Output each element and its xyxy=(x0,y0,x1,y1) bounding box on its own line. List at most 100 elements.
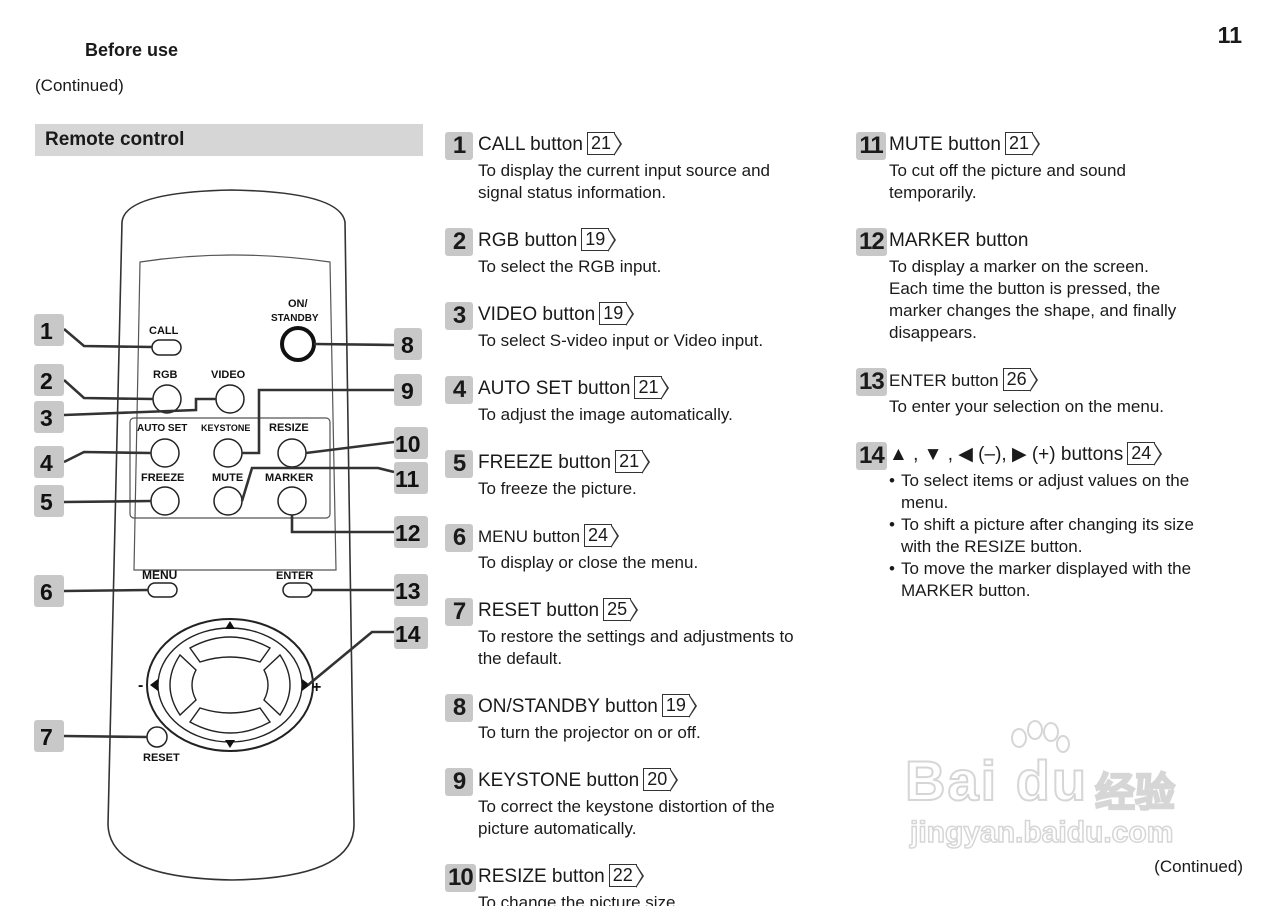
svg-text:6: 6 xyxy=(40,579,53,605)
item-desc: To adjust the image automatically. xyxy=(478,405,733,424)
item-title: ENTER button xyxy=(889,371,999,390)
item-title: RGB button xyxy=(478,230,578,251)
callout-8: 8 xyxy=(394,328,422,360)
dpad-right-button[interactable] xyxy=(263,653,291,717)
dpad-down-button[interactable] xyxy=(188,707,272,734)
mute-label: MUTE xyxy=(212,472,243,484)
marker-button[interactable] xyxy=(277,486,307,516)
item-number: 1 xyxy=(445,132,473,160)
item-desc: To change the picture size. xyxy=(478,893,681,906)
svg-text:1: 1 xyxy=(40,318,53,344)
call-label: CALL xyxy=(149,325,179,337)
page-ref-link[interactable]: 21 xyxy=(586,132,623,156)
page-ref-link[interactable]: 24 xyxy=(584,524,620,548)
page-ref-link[interactable]: 24 xyxy=(1127,442,1163,466)
callout-10: 10 xyxy=(394,427,428,459)
dpad-left-button[interactable] xyxy=(169,653,197,717)
mute-button[interactable] xyxy=(213,486,243,516)
resize-button[interactable] xyxy=(277,438,307,468)
keystone-label: KEYSTONE xyxy=(201,423,250,433)
paw-logo-icon xyxy=(1011,720,1070,753)
svg-text:7: 7 xyxy=(40,724,53,750)
svg-text:5: 5 xyxy=(40,489,53,515)
callout-2: 2 xyxy=(34,364,64,396)
watermark-url: jingyan.baidu.com xyxy=(909,815,1174,850)
page-ref-link[interactable]: 25 xyxy=(603,598,639,622)
dpad-down-arrow-icon xyxy=(225,740,235,748)
item-title: CALL button xyxy=(478,134,583,155)
freeze-button[interactable] xyxy=(150,486,180,516)
remote-body xyxy=(107,189,355,881)
minus-label: - xyxy=(138,677,143,694)
rgb-button[interactable] xyxy=(152,384,182,414)
bullet-item: To move the marker displayed with theMAR… xyxy=(889,558,1256,602)
keystone-button[interactable] xyxy=(213,438,243,468)
callout-9: 9 xyxy=(394,374,422,406)
enter-button[interactable] xyxy=(282,582,313,598)
item-title: AUTO SET button xyxy=(478,378,631,399)
page-ref-link[interactable]: 19 xyxy=(661,694,697,718)
rgb-label: RGB xyxy=(153,369,178,381)
page-ref-link[interactable]: 20 xyxy=(643,768,679,792)
item-desc: To display or close the menu. xyxy=(478,553,699,572)
page-ref-link[interactable]: 21 xyxy=(1004,132,1041,156)
item-desc: To display a marker on the screen.Each t… xyxy=(889,257,1177,342)
menu-button[interactable] xyxy=(147,582,178,598)
remote-control-figure: CALL ON/ STANDBY RGB VIDEO AUTO SET KEYS… xyxy=(34,189,428,881)
baidu-watermark: Bai du 经验 jingyan.baidu.com xyxy=(904,720,1205,860)
item-number: 5 xyxy=(445,450,473,478)
item-title: RESET button xyxy=(478,600,600,621)
item-title: MENU button xyxy=(478,527,581,546)
page-ref-link[interactable]: 26 xyxy=(1002,368,1038,392)
svg-text:11: 11 xyxy=(395,466,420,492)
resize-label: RESIZE xyxy=(269,422,309,434)
svg-text:13: 13 xyxy=(395,578,421,604)
video-button[interactable] xyxy=(215,384,245,414)
video-label: VIDEO xyxy=(211,369,246,381)
watermark-brand: Bai du xyxy=(904,748,1089,813)
page-ref-link[interactable]: 21 xyxy=(634,376,670,400)
section-title-bar: Remote control xyxy=(35,124,423,156)
section-title: Remote control xyxy=(45,129,185,150)
plus-label: + xyxy=(312,679,321,696)
page-ref-link[interactable]: 22 xyxy=(608,864,644,888)
svg-text:3: 3 xyxy=(40,405,53,431)
page-ref-link[interactable]: 21 xyxy=(615,450,651,474)
callout-5: 5 xyxy=(34,485,64,517)
item-number: 10 xyxy=(445,864,476,892)
item-desc: To select the RGB input. xyxy=(478,257,662,276)
item-marker: 12 MARKER button To display a marker on … xyxy=(856,226,1256,344)
reset-button[interactable] xyxy=(146,726,168,748)
on-standby-label-2: STANDBY xyxy=(271,313,319,324)
callout-14: 14 xyxy=(394,617,428,649)
auto-set-button[interactable] xyxy=(150,438,180,468)
item-number: 7 xyxy=(445,598,473,626)
svg-text:14: 14 xyxy=(395,621,421,647)
page-ref-link[interactable]: 19 xyxy=(599,302,635,326)
on-standby-button[interactable] xyxy=(280,326,316,362)
callout-4: 4 xyxy=(34,446,64,478)
item-number: 2 xyxy=(445,228,473,256)
call-button[interactable] xyxy=(151,339,182,356)
bullet-item: To shift a picture after changing its si… xyxy=(889,514,1256,558)
dpad-left-arrow-icon xyxy=(150,679,158,691)
dpad-up-button[interactable] xyxy=(188,636,272,663)
page-ref-link[interactable]: 19 xyxy=(581,228,617,252)
callout-6: 6 xyxy=(34,575,64,607)
dpad-right-arrow-icon xyxy=(302,679,310,691)
item-desc: To freeze the picture. xyxy=(478,479,637,498)
page-number: 11 xyxy=(1217,22,1242,48)
svg-text:9: 9 xyxy=(401,378,414,404)
